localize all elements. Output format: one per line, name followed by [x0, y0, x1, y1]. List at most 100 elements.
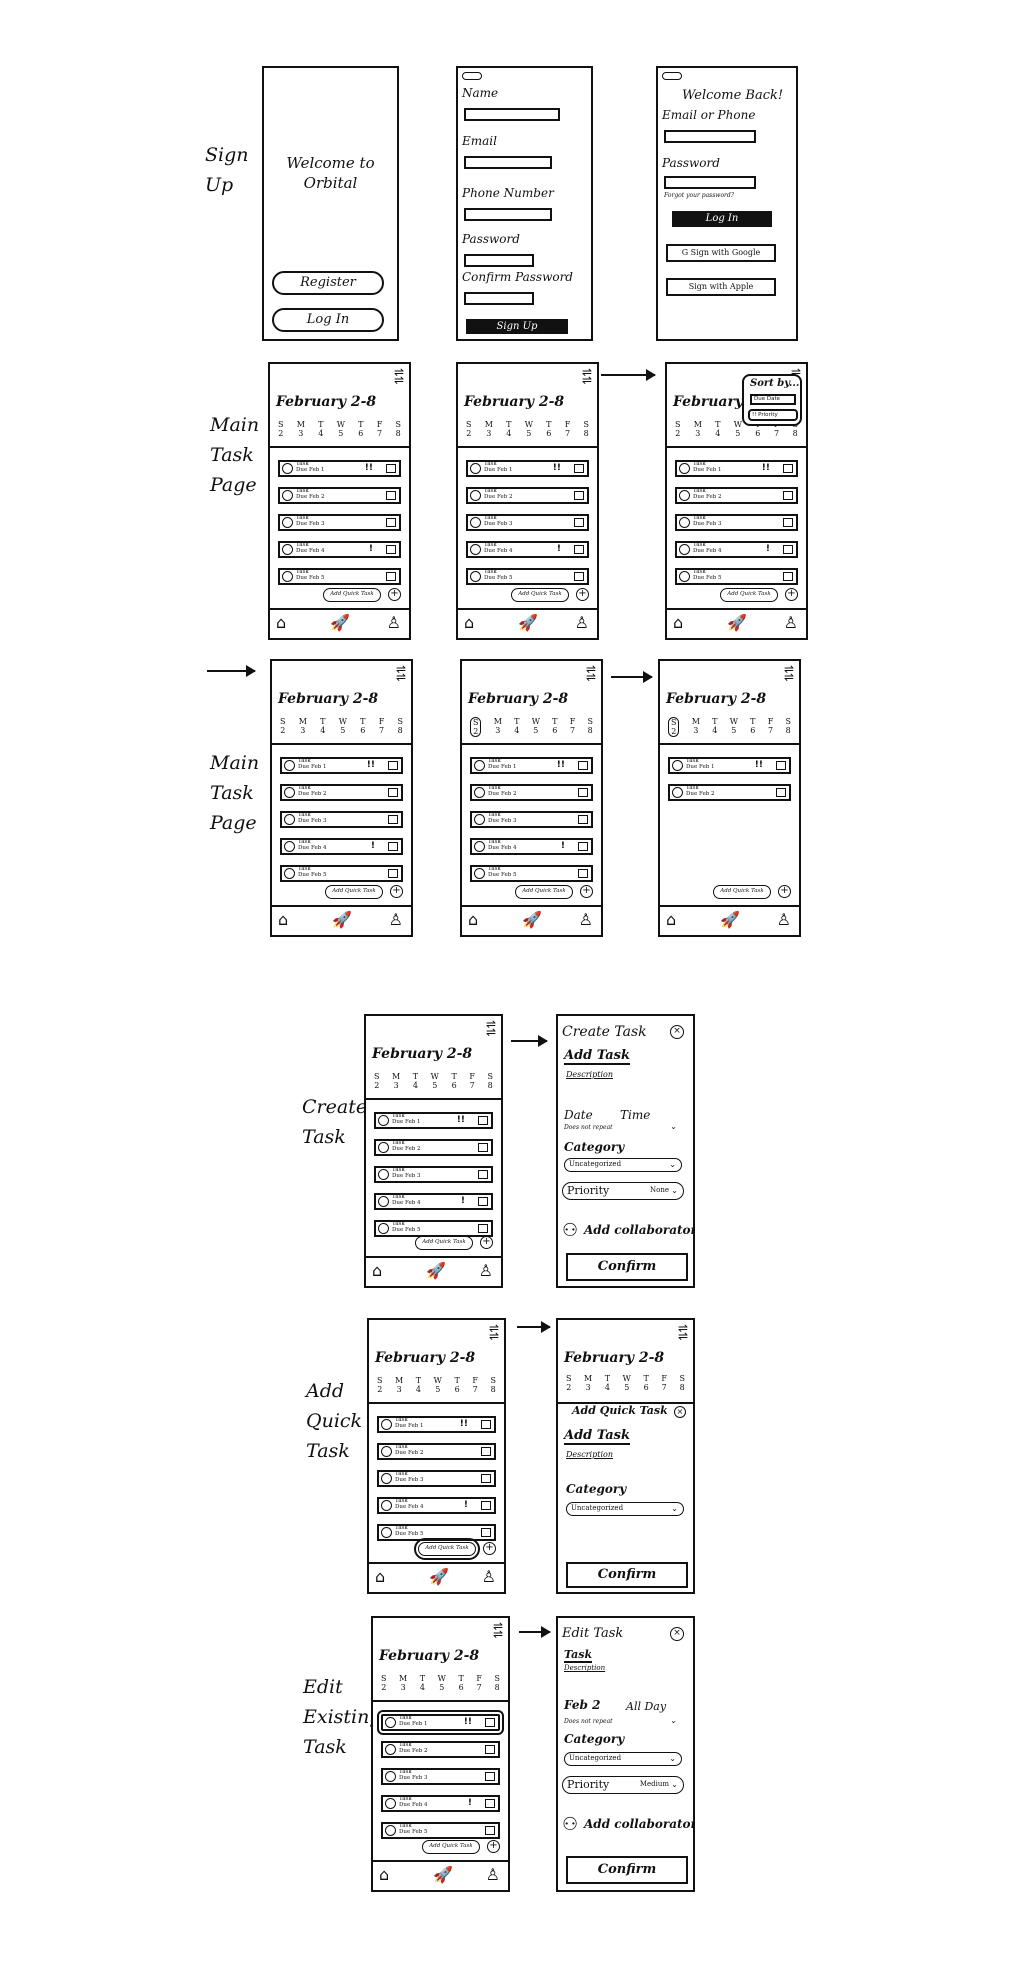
register-button[interactable]: Register [272, 271, 384, 295]
checkbox-icon[interactable] [282, 544, 293, 555]
edit-icon[interactable] [481, 1447, 491, 1456]
time-field[interactable]: All Day [626, 1700, 667, 1713]
add-quick-task-button[interactable]: Add Quick Task [422, 1840, 480, 1854]
filter-icon[interactable]: ⇌⇌ [585, 662, 596, 684]
checkbox-icon[interactable] [385, 1744, 396, 1755]
edit-icon[interactable] [388, 761, 398, 770]
edit-icon[interactable] [478, 1116, 488, 1125]
close-icon[interactable]: × [670, 1025, 684, 1039]
profile-icon[interactable]: ♙ [578, 910, 593, 929]
checkbox-icon[interactable] [284, 787, 295, 798]
add-quick-task-button[interactable]: Add Quick Task [515, 885, 573, 899]
checkbox-icon[interactable] [284, 814, 295, 825]
edit-icon[interactable] [783, 491, 793, 500]
checkbox-icon[interactable] [474, 787, 485, 798]
edit-icon[interactable] [574, 545, 584, 554]
edit-icon[interactable] [485, 1718, 495, 1727]
rocket-icon[interactable]: 🚀 [429, 1567, 449, 1586]
description-field[interactable]: Description [566, 1070, 613, 1079]
category-dropdown[interactable]: Uncategorized⌄ [564, 1752, 682, 1766]
filter-icon[interactable]: ⇌⇌ [581, 365, 592, 387]
checkbox-icon[interactable] [679, 517, 690, 528]
edit-icon[interactable] [578, 761, 588, 770]
edit-icon[interactable] [485, 1826, 495, 1835]
rocket-icon[interactable]: 🚀 [720, 910, 740, 929]
profile-icon[interactable]: ♙ [478, 1261, 493, 1280]
filter-icon[interactable]: ⇌⇌ [488, 1321, 499, 1343]
add-quick-task-button[interactable]: Add Quick Task [414, 1538, 480, 1560]
checkbox-icon[interactable] [284, 841, 295, 852]
checkbox-icon[interactable] [679, 544, 690, 555]
repeat-field[interactable]: Does not repeat [564, 1718, 613, 1725]
checkbox-icon[interactable] [470, 463, 481, 474]
forgot-password-link[interactable]: Forgot your password? [664, 192, 734, 199]
sort-option-due-date[interactable]: Due Date [750, 394, 796, 405]
rocket-icon[interactable]: 🚀 [433, 1865, 453, 1884]
time-field[interactable]: Time [620, 1108, 651, 1122]
edit-icon[interactable] [478, 1143, 488, 1152]
repeat-chevron-icon[interactable]: ⌄ [670, 1716, 677, 1725]
checkbox-icon[interactable] [378, 1196, 389, 1207]
login-button[interactable]: Log In [272, 308, 384, 332]
checkbox-icon[interactable] [470, 517, 481, 528]
edit-icon[interactable] [776, 761, 786, 770]
rocket-icon[interactable]: 🚀 [332, 910, 352, 929]
add-quick-task-button[interactable]: Add Quick Task [415, 1236, 473, 1250]
checkbox-icon[interactable] [381, 1419, 392, 1430]
task-name-field[interactable]: Add Task [564, 1428, 630, 1445]
add-collaborators-button[interactable]: Add collaborators [584, 1223, 695, 1237]
edit-icon[interactable] [481, 1474, 491, 1483]
task-name-field[interactable]: Task [564, 1648, 593, 1663]
home-icon[interactable]: ⌂ [666, 910, 677, 929]
edit-icon[interactable] [478, 1197, 488, 1206]
add-quick-task-button[interactable]: Add Quick Task [713, 885, 771, 899]
filter-icon[interactable]: ⇌⇌ [393, 365, 404, 387]
